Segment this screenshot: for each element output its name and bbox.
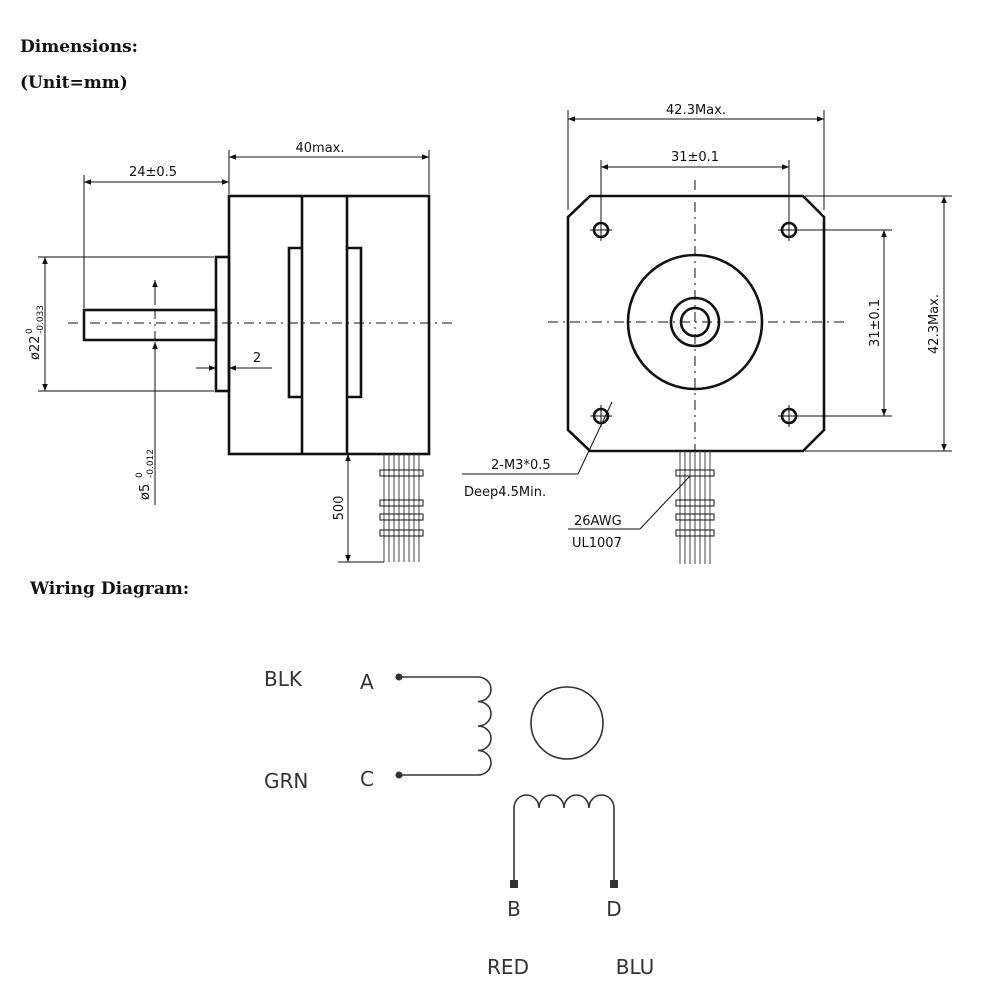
leader-wire-note xyxy=(639,475,691,530)
front-cable-bundle xyxy=(675,451,715,564)
dim-boss-tol-upper: 0 xyxy=(25,328,35,334)
dim-shaft-diameter: ø5 xyxy=(138,484,153,500)
hole-note-depth: Deep4.5Min. xyxy=(464,485,546,500)
wiring-diagram: BLK A GRN C B D RED BLU xyxy=(264,667,654,979)
coil-b-d xyxy=(513,794,615,884)
leader-hole-note xyxy=(577,401,613,475)
terminal-label-a: A xyxy=(360,670,374,694)
rotor-symbol xyxy=(530,686,604,760)
front-view: 42.3Max. 31±0.1 31±0.1 42.3Max. xyxy=(462,103,952,564)
wire-color-blk: BLK xyxy=(264,667,303,691)
terminal-label-d: D xyxy=(606,897,621,921)
dim-width-max: 42.3Max. xyxy=(666,103,726,118)
wire-color-red: RED xyxy=(487,955,529,979)
shaft xyxy=(82,308,218,342)
dim-shaft-tol-upper: 0 xyxy=(135,472,145,478)
hole-note-thread: 2-M3*0.5 xyxy=(491,458,551,473)
terminal-label-c: C xyxy=(360,767,374,791)
wiring-heading: Wiring Diagram: xyxy=(29,579,189,599)
wire-note-gauge: 26AWG xyxy=(574,514,622,529)
dim-boss-diameter: ø22 xyxy=(28,336,43,361)
dim-height-max: 42.3Max. xyxy=(927,294,942,354)
dim-hole-spacing-v: 31±0.1 xyxy=(868,299,883,347)
front-boss xyxy=(214,255,231,393)
mounting-holes xyxy=(590,219,800,427)
dim-body-length: 40max. xyxy=(296,141,345,156)
side-view: 40max. 24±0.5 ø22 0 -0.033 ø5 0 -0.012 2 xyxy=(25,141,455,563)
dim-hole-spacing-h: 31±0.1 xyxy=(671,150,719,165)
unit-heading: (Unit=mm) xyxy=(20,73,128,93)
motor-body-outline xyxy=(227,194,431,456)
wire-note-standard: UL1007 xyxy=(572,536,622,551)
dim-boss-diameter-group: ø22 0 -0.033 xyxy=(25,305,46,360)
terminal-label-b: B xyxy=(507,897,521,921)
dim-boss-tol-lower: -0.033 xyxy=(36,305,46,334)
coil-a-c xyxy=(399,676,492,776)
side-cable-bundle xyxy=(379,454,424,562)
terminal-b-dot xyxy=(510,880,518,888)
dim-shaft-tol-lower: -0.012 xyxy=(146,449,156,478)
wire-color-blu: BLU xyxy=(616,955,655,979)
dim-flange-thickness: 2 xyxy=(253,351,261,366)
dim-cable-length: 500 xyxy=(332,496,347,521)
dimensions-heading: Dimensions: xyxy=(20,37,138,57)
wire-color-grn: GRN xyxy=(264,769,308,793)
terminal-d-dot xyxy=(610,880,618,888)
dim-shaft-diameter-group: ø5 0 -0.012 xyxy=(135,449,156,500)
front-flange-outline xyxy=(566,194,826,453)
dim-shaft-length: 24±0.5 xyxy=(129,165,177,180)
